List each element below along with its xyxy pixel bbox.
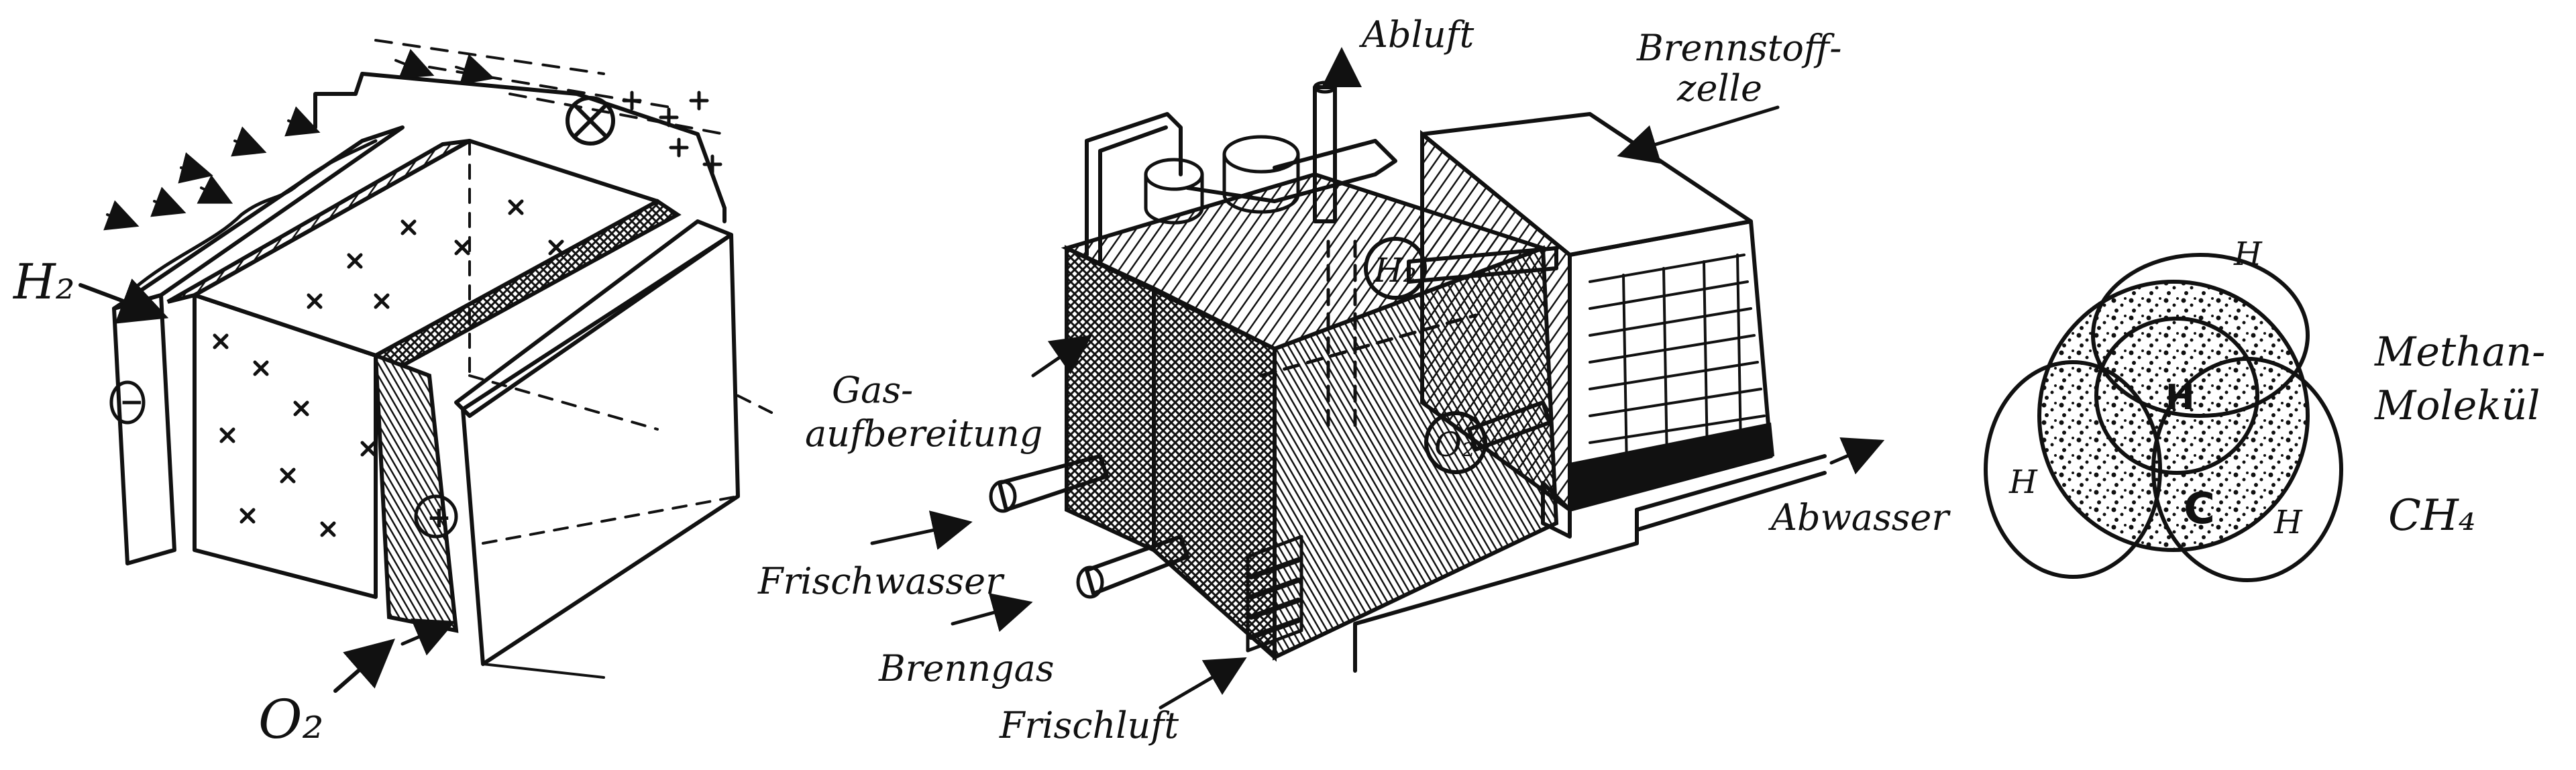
- svg-text:+: +: [427, 500, 451, 535]
- h2-label: H₂: [12, 254, 75, 310]
- label-gasaufbereitung-2: aufbereitung: [805, 412, 1042, 455]
- o2-badge-circle: [1424, 411, 1487, 474]
- h2-badge-circle: [1364, 237, 1427, 300]
- stack-fins: [1589, 254, 1766, 471]
- label-frischwasser: Frischwasser: [757, 560, 1005, 602]
- system-leader-arrows: [870, 47, 1885, 710]
- label-brennstoffzelle-2: zelle: [1676, 67, 1762, 109]
- fuel-cell-diagram: H₂ O₂ − +: [12, 39, 780, 751]
- label-ch4: CH₄: [2388, 491, 2475, 541]
- gas-flow-arrows: [103, 48, 495, 231]
- svg-text:−: −: [119, 385, 144, 419]
- methane-molecule: H C H H H Methan- Molekül CH₄: [1984, 235, 2545, 582]
- abwasser-pipe: [1635, 454, 1827, 532]
- base-line: [482, 663, 605, 679]
- o2-pipe: [1467, 400, 1552, 451]
- cylinder-right: [1222, 135, 1300, 214]
- o2-arrow: [333, 639, 396, 693]
- h2-arrow: [78, 278, 169, 324]
- top-pipe-loop: [1185, 139, 1397, 203]
- loop-pipe-left: [1085, 112, 1183, 264]
- cathode-electrode: [370, 199, 682, 368]
- anode-plate: [112, 293, 176, 565]
- h2-pipe: [1407, 246, 1558, 284]
- minus-terminal: −: [109, 380, 146, 425]
- o2-label: O₂: [258, 688, 324, 751]
- cathode-plate-front: [461, 233, 740, 666]
- label-abwasser: Abwasser: [1768, 496, 1951, 539]
- label-h-left: H: [2008, 463, 2038, 501]
- o2-arrow-2: [400, 618, 456, 656]
- ion-marks: [213, 199, 564, 537]
- label-frischluft: Frischluft: [999, 704, 1179, 747]
- o2-badge: O₂: [1434, 425, 1475, 464]
- outlet-loop: [1353, 508, 1639, 673]
- hidden-edge-dashed: [468, 140, 780, 545]
- gas-processor-side: [1152, 285, 1277, 662]
- label-methan-2: Molekül: [2374, 382, 2540, 429]
- label-h-right: H: [2273, 504, 2303, 541]
- label-carbon: C: [2184, 484, 2215, 534]
- brenngas-pipe: [1085, 535, 1189, 596]
- anode-surface-wave: [132, 139, 378, 290]
- stack-base: [1570, 423, 1774, 510]
- charge-plus-marks: [622, 91, 722, 174]
- field-line-dashed: [374, 39, 726, 135]
- label-gasaufbereitung-1: Gas-: [832, 369, 913, 411]
- electrolyte-front: [193, 293, 378, 599]
- label-methan-1: Methan-: [2374, 329, 2545, 376]
- cylinder-left: [1144, 158, 1204, 225]
- exhaust-pipe: [1313, 85, 1337, 223]
- internal-pipe-dashed: [1259, 239, 1478, 431]
- cathode-front: [373, 352, 459, 633]
- frischwasser-pipe: [998, 454, 1109, 512]
- fuel-cell-system: H₂ O₂ Abluft Brennstoff-: [757, 13, 1951, 747]
- label-brennstoffzelle-1: Brennstoff-: [1636, 27, 1841, 69]
- stack-foot: [1541, 481, 1572, 539]
- plus-terminal: +: [414, 494, 458, 539]
- gas-processor-front: [1065, 245, 1156, 553]
- label-h-top: H: [2233, 235, 2263, 273]
- label-brenngas: Brenngas: [878, 647, 1054, 690]
- air-vent: [1246, 535, 1303, 653]
- h2-badge: H₂: [1373, 251, 1417, 290]
- anode-top: [112, 125, 405, 311]
- h-atom-center: [2094, 317, 2259, 475]
- label-abluft: Abluft: [1358, 13, 1474, 56]
- label-h-center: H: [2165, 378, 2195, 418]
